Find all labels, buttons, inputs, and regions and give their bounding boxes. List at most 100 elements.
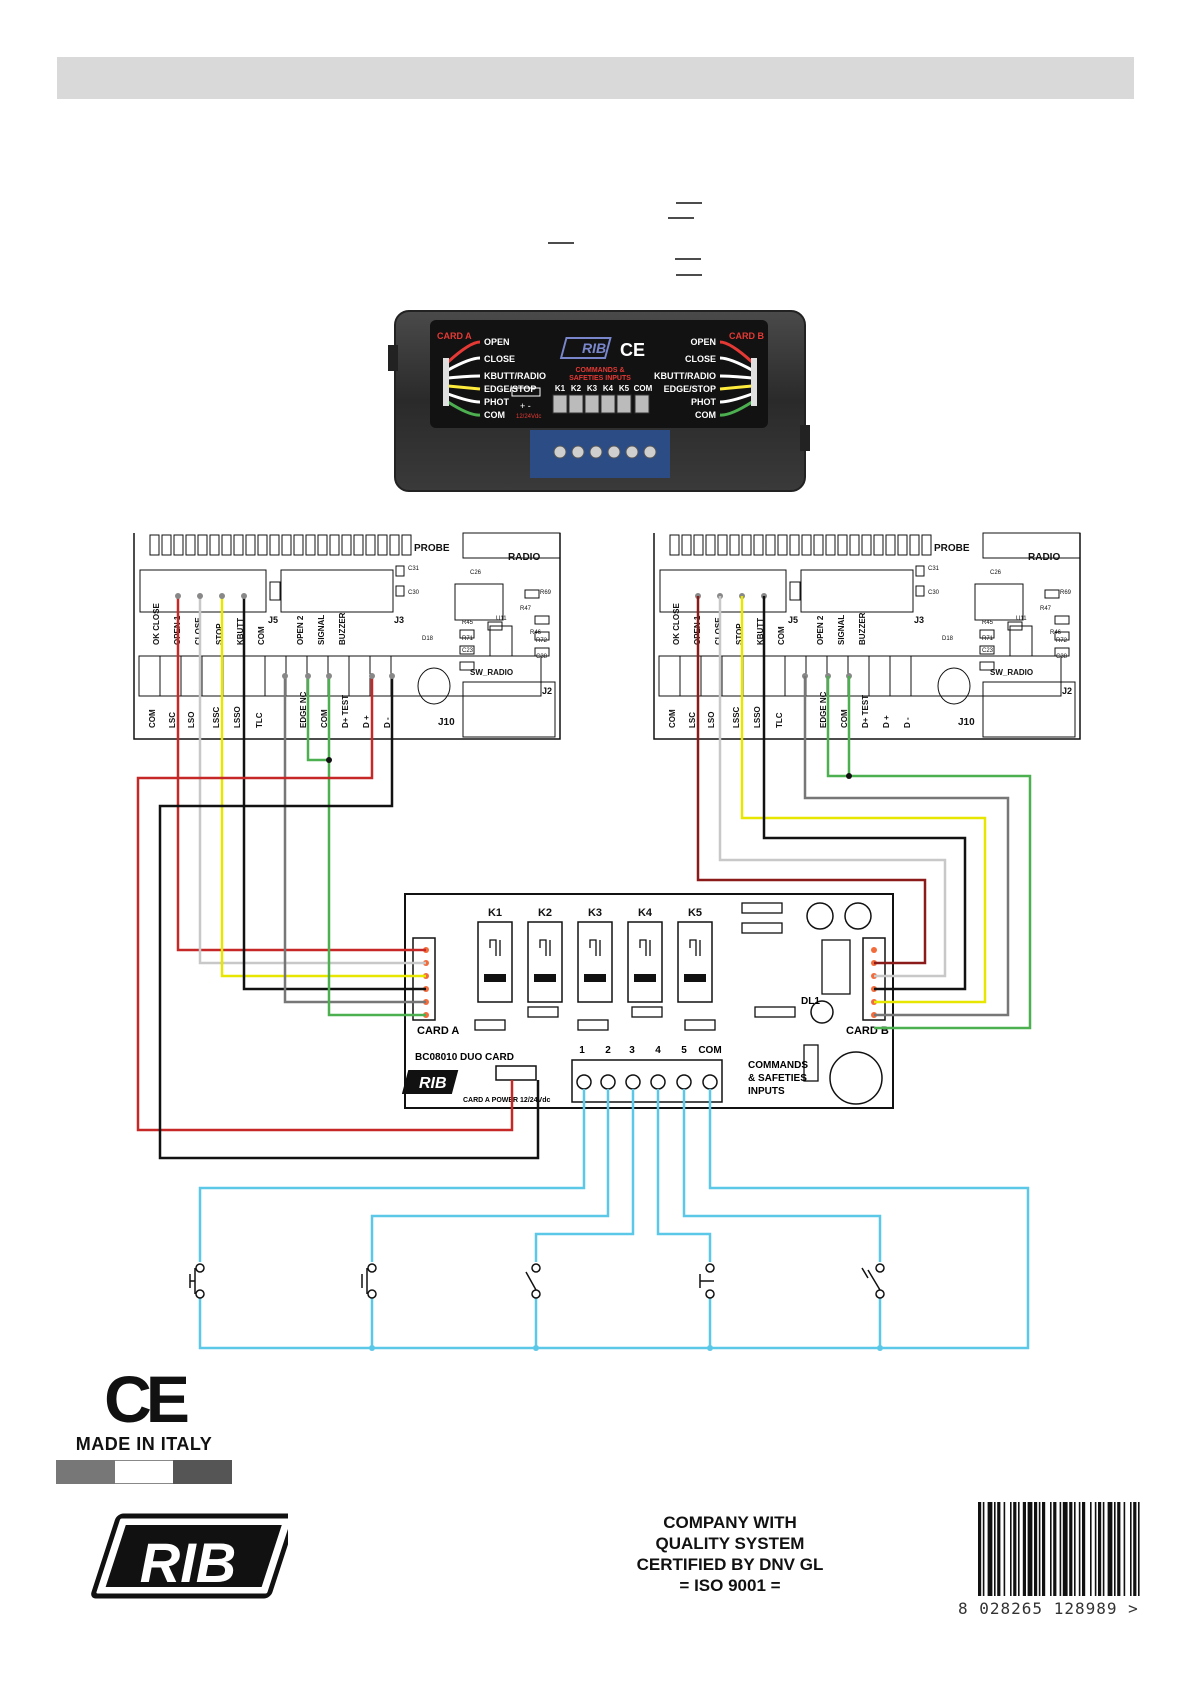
board-right-b-dtest: D+ TEST	[861, 695, 870, 728]
control-board-right: PROBE RADIO SW_RADIO J10 J5 J3 J2 OK CLO…	[653, 532, 1081, 740]
duo-card-enclosure: CARD A CARD B OPEN CLOSE KBUTT/RADIO EDG…	[388, 310, 810, 492]
barcode-bar	[1013, 1502, 1017, 1596]
duo-relay-k3: K3	[588, 907, 602, 919]
barcode-bar	[1133, 1502, 1137, 1596]
quality-line-3: CERTIFIED BY DNV GL	[636, 1555, 824, 1574]
push-button-no-icon-2	[361, 1263, 377, 1299]
board-left-t-buzzer: BUZZER	[338, 612, 347, 645]
device-input-k2: K2	[571, 384, 582, 393]
board-left-t-close: CLOSE	[194, 617, 203, 645]
board-left-b-edge: EDGE NC	[299, 691, 308, 728]
barcode-bar	[987, 1502, 993, 1596]
italy-flag	[56, 1460, 233, 1484]
ce-mark: CE	[104, 1362, 190, 1436]
board-left-j2: J2	[542, 686, 552, 696]
barcode-bar	[1050, 1502, 1052, 1596]
barcode-bar	[1082, 1502, 1086, 1596]
board-right-radio: RADIO	[1028, 552, 1060, 563]
device-right-phot: PHOT	[691, 397, 717, 407]
duo-rib-logo: RIB	[401, 1070, 459, 1094]
board-left-j5: J5	[268, 615, 278, 625]
barcode-bar	[1022, 1502, 1026, 1596]
board-right-c38: C38	[1056, 654, 1068, 660]
barcode-bar	[1130, 1502, 1132, 1596]
board-left-t-okclose: OK CLOSE	[152, 603, 161, 645]
barcode-bar	[1053, 1502, 1057, 1596]
board-left-b-com2: COM	[320, 709, 329, 728]
board-left-c26: C26	[470, 570, 482, 576]
board-right-b-com2: COM	[840, 709, 849, 728]
board-left-b-dminus: D -	[383, 717, 392, 728]
device-safeties-label: SAFETIES INPUTS	[569, 375, 631, 382]
device-input-k3: K3	[587, 384, 598, 393]
device-input-com: COM	[634, 384, 653, 393]
ce-made-in-italy: CE MADE IN ITALY	[56, 1362, 233, 1484]
board-right-b-lsso: LSSO	[753, 706, 762, 728]
board-right-u11: U11	[1016, 616, 1027, 622]
device-right-kbutt: KBUTT/RADIO	[654, 371, 716, 381]
barcode-bar	[1018, 1502, 1020, 1596]
barcode-bar	[1038, 1502, 1041, 1596]
board-right-b-dminus: D -	[903, 717, 912, 728]
board-left-r72: R72	[536, 638, 548, 644]
barcode-bar	[1078, 1502, 1081, 1596]
board-left-b-lssc: LSSC	[212, 706, 221, 728]
barcode-bar	[1027, 1502, 1033, 1596]
board-right-b-tlc: TLC	[775, 712, 784, 728]
board-left-swradio: SW_RADIO	[470, 668, 513, 677]
board-right-r72: R72	[1056, 638, 1068, 644]
board-left-r45: R45	[462, 620, 474, 626]
board-left-c23: C23	[462, 648, 474, 654]
board-left-r71: R71	[462, 636, 474, 642]
barcode-bar	[1123, 1502, 1126, 1596]
barcode-bar	[982, 1502, 985, 1596]
board-right-j5: J5	[788, 615, 798, 625]
board-right-c26: C26	[990, 570, 1002, 576]
board-left-b-lso: LSO	[187, 712, 196, 728]
board-left-t-signal: SIGNAL	[317, 615, 326, 645]
note-marks	[548, 202, 702, 276]
board-right-c23: C23	[982, 648, 994, 654]
switch-no-icon	[525, 1263, 541, 1299]
barcode-bar	[1114, 1502, 1116, 1596]
duo-card-board: K1 K2 K3 K4 K5 CARD A CARD B DL1 BC08010…	[401, 893, 894, 1109]
duo-terminal-1: 1	[579, 1045, 585, 1056]
device-left-phot: PHOT	[484, 397, 510, 407]
device-left-kbutt: KBUTT/RADIO	[484, 371, 546, 381]
duo-terminal-2: 2	[605, 1045, 611, 1056]
board-left-c38: C38	[536, 654, 548, 660]
barcode-digits: 8 028265 128989 >	[958, 1599, 1139, 1618]
barcode-bar	[1098, 1502, 1102, 1596]
wires-left	[136, 596, 540, 1160]
board-left-b-com: COM	[148, 709, 157, 728]
barcode	[978, 1502, 1140, 1596]
board-right-d18: D18	[942, 636, 954, 642]
device-left-edge: EDGE/STOP	[484, 384, 536, 394]
wires-inputs	[198, 1089, 1030, 1350]
board-right-t-kbutt: KBUTT	[756, 618, 765, 645]
barcode-bar	[1102, 1502, 1105, 1596]
duo-terminal-com: COM	[698, 1045, 721, 1056]
board-right-r71: R71	[982, 636, 994, 642]
quality-line-1: COMPANY WITH	[663, 1513, 797, 1532]
duo-relay-k4: K4	[638, 907, 653, 919]
board-right-c31: C31	[928, 566, 940, 572]
board-left-r47: R47	[520, 606, 532, 612]
device-left-com: COM	[484, 410, 505, 420]
flag-stripe-1	[56, 1460, 115, 1484]
device-card-b-label: CARD B	[729, 331, 764, 341]
device-rib-logo: RIB	[559, 337, 612, 359]
device-right-com: COM	[695, 410, 716, 420]
board-right-b-lso: LSO	[707, 712, 716, 728]
barcode-bar	[1059, 1502, 1062, 1596]
duo-terminal-3: 3	[629, 1045, 635, 1056]
board-left-t-stop: STOP	[215, 623, 224, 645]
barcode-bar	[1003, 1502, 1006, 1596]
quality-line-2: QUALITY SYSTEM	[655, 1534, 805, 1553]
board-left-probe: PROBE	[414, 543, 450, 554]
barcode-bar	[1094, 1502, 1097, 1596]
push-button-no-icon-1	[189, 1263, 205, 1299]
barcode-bar	[1069, 1502, 1073, 1596]
board-left-t-open2: OPEN 2	[296, 615, 305, 645]
barcode-bar	[997, 1502, 1001, 1596]
